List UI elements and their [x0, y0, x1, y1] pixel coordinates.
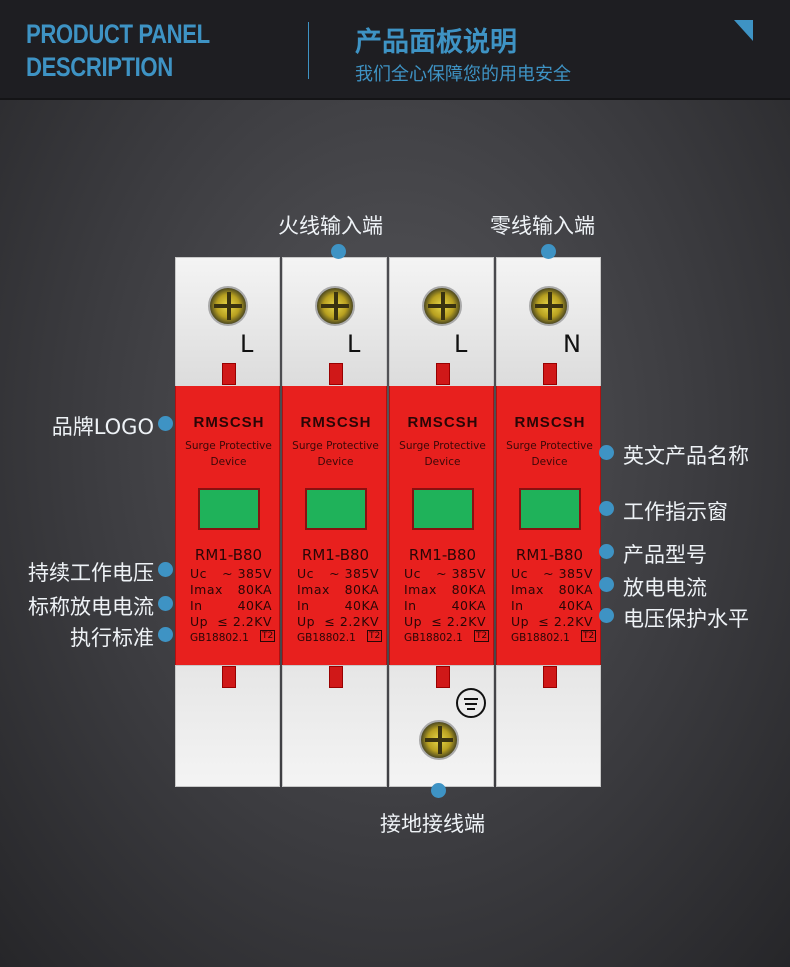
callout-max-current: 放电电流 — [623, 576, 707, 600]
indicator-window — [412, 488, 474, 530]
callout-dot — [431, 783, 446, 798]
spec-uc: Uc~ 385V — [297, 566, 379, 581]
module-top-housing: L — [282, 257, 387, 387]
title-cn: 产品面板说明 — [355, 27, 517, 58]
callout-dot — [599, 501, 614, 516]
terminal-label: L — [347, 330, 361, 358]
class-badge: T2 — [581, 630, 597, 642]
spec-uc: Uc~ 385V — [190, 566, 272, 581]
din-clip — [436, 363, 450, 385]
callout-indicator-window: 工作指示窗 — [623, 500, 728, 524]
callout-standard: 执行标准 — [70, 626, 154, 650]
terminal-screw-icon — [422, 286, 462, 326]
indicator-window — [305, 488, 367, 530]
din-clip — [543, 666, 557, 688]
brand-logo: RMSCSH — [300, 414, 372, 431]
callout-dot — [158, 627, 173, 642]
standard: GB18802.1 — [511, 632, 570, 644]
spec-up: Up≤ 2.2KV — [404, 614, 486, 629]
terminal-screw-icon — [529, 286, 569, 326]
model-number: RM1-B80 — [301, 546, 370, 564]
spec-up: Up≤ 2.2KV — [297, 614, 379, 629]
standard: GB18802.1 — [297, 632, 356, 644]
callout-dot — [599, 445, 614, 460]
ground-symbol-icon — [456, 688, 486, 718]
ground-screw-icon — [419, 720, 459, 760]
callout-live-input: 火线输入端 — [278, 214, 383, 238]
standard: GB18802.1 — [404, 632, 463, 644]
terminal-label: L — [454, 330, 468, 358]
module-top-housing: L — [175, 257, 280, 387]
terminal-screw-icon — [315, 286, 355, 326]
callout-neutral-input: 零线输入端 — [490, 214, 595, 238]
din-clip — [436, 666, 450, 688]
indicator-window — [519, 488, 581, 530]
callout-dot — [158, 562, 173, 577]
model-number: RM1-B80 — [408, 546, 477, 564]
callout-dot — [599, 608, 614, 623]
standard: GB18802.1 — [190, 632, 249, 644]
spec-up: Up≤ 2.2KV — [511, 614, 593, 629]
module-bottom-housing — [496, 665, 601, 787]
subtitle-cn: 我们全心保障您的用电安全 — [355, 64, 571, 85]
model-number: RM1-B80 — [515, 546, 584, 564]
terminal-label: L — [240, 330, 254, 358]
class-badge: T2 — [260, 630, 276, 642]
spec-up: Up≤ 2.2KV — [190, 614, 272, 629]
callout-dot — [599, 577, 614, 592]
brand-logo: RMSCSH — [193, 414, 265, 431]
din-clip — [222, 363, 236, 385]
class-badge: T2 — [367, 630, 383, 642]
module-bottom-housing — [175, 665, 280, 787]
callout-dot — [331, 244, 346, 259]
din-clip — [543, 363, 557, 385]
callout-dot — [599, 544, 614, 559]
module-top-housing: N — [496, 257, 601, 387]
brand-logo: RMSCSH — [514, 414, 586, 431]
callout-nominal-current: 标称放电电流 — [28, 595, 154, 619]
callout-continuous-voltage: 持续工作电压 — [28, 561, 154, 585]
din-clip — [329, 363, 343, 385]
terminal-screw-icon — [208, 286, 248, 326]
callout-dot — [158, 416, 173, 431]
class-badge: T2 — [474, 630, 490, 642]
divider — [308, 22, 309, 79]
callout-ground-terminal: 接地接线端 — [380, 812, 485, 836]
din-clip — [222, 666, 236, 688]
indicator-window — [198, 488, 260, 530]
spec-uc: Uc~ 385V — [404, 566, 486, 581]
terminal-label: N — [563, 330, 581, 358]
callout-model: 产品型号 — [623, 543, 707, 567]
module-bottom-housing — [282, 665, 387, 787]
brand-logo: RMSCSH — [407, 414, 479, 431]
callout-dot — [158, 596, 173, 611]
spec-uc: Uc~ 385V — [511, 566, 593, 581]
module-top-housing: L — [389, 257, 494, 387]
callout-dot — [541, 244, 556, 259]
corner-triangle-icon — [734, 20, 753, 41]
callout-brand-logo: 品牌LOGO — [51, 415, 154, 439]
din-clip — [329, 666, 343, 688]
callout-protection-level: 电压保护水平 — [623, 607, 749, 631]
callout-english-name: 英文产品名称 — [623, 444, 749, 468]
model-number: RM1-B80 — [194, 546, 263, 564]
